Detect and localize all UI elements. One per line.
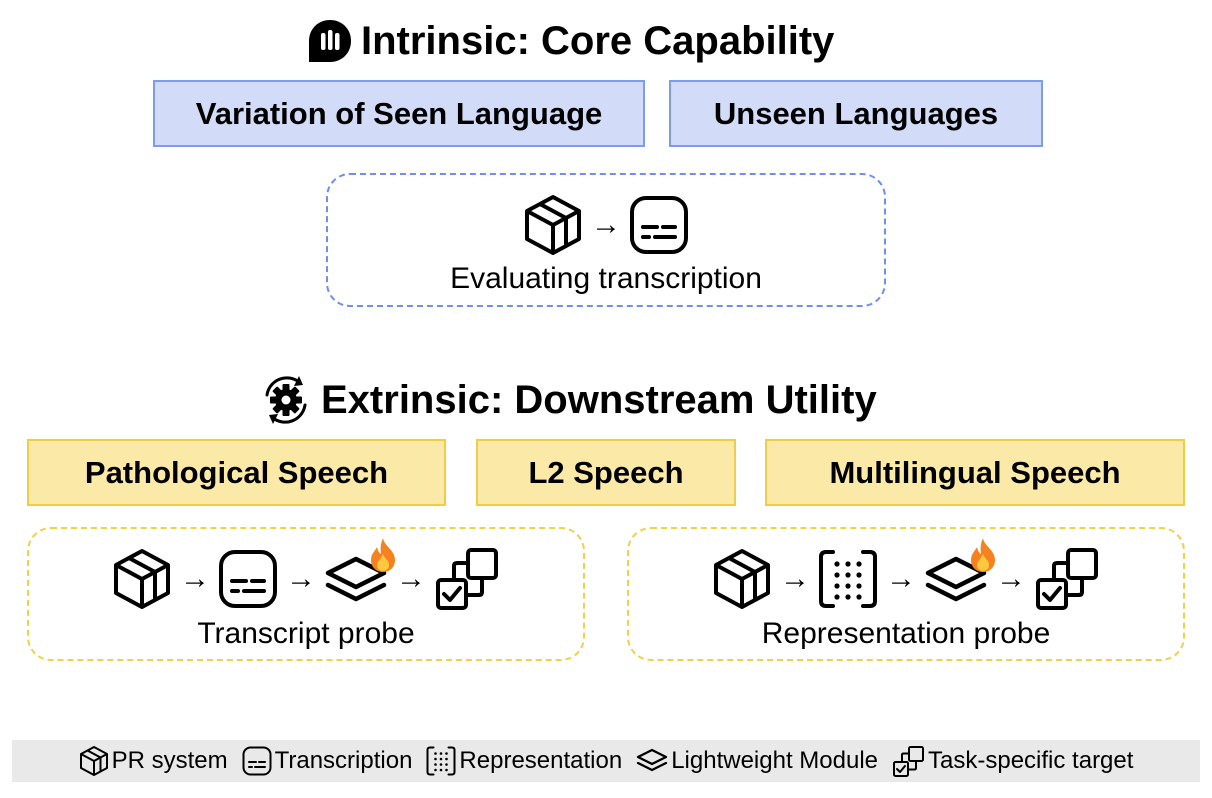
category-label: Multilingual Speech <box>829 454 1121 490</box>
trainable-module <box>324 549 388 609</box>
transcript-probe-box <box>27 527 585 661</box>
cube-icon <box>523 193 583 257</box>
task-target-icon <box>434 546 500 612</box>
task-target-icon <box>892 745 925 778</box>
cube-icon <box>79 745 109 777</box>
extrinsic-heading: Extrinsic: Downstream Utility <box>259 373 877 427</box>
representation-icon <box>818 549 878 609</box>
arrow: → <box>591 208 621 241</box>
transcription-icon <box>218 549 278 609</box>
legend-item-lightweight-module: Lightweight Module <box>636 747 878 775</box>
category-label: Unseen Languages <box>713 95 999 131</box>
legend: PR system Transcription Representation L… <box>12 740 1200 782</box>
flame-icon <box>368 537 398 573</box>
arrow: → <box>886 562 916 595</box>
category-label: Variation of Seen Language <box>195 95 603 131</box>
legend-item-task-specific-target: Task-specific target <box>892 745 1133 778</box>
flame-icon <box>968 537 998 573</box>
intrinsic-heading-text: Intrinsic: Core Capability <box>361 18 835 63</box>
legend-label: Representation <box>459 747 623 774</box>
intrinsic-pipeline-flow: → <box>326 192 886 258</box>
arrow: → <box>286 562 316 595</box>
trainable-module <box>924 549 988 609</box>
transcript-probe-flow: → → → <box>27 546 585 612</box>
category-multilingual-speech: Multilingual Speech <box>765 439 1185 506</box>
transcription-icon <box>629 195 689 255</box>
arrow: → <box>996 562 1026 595</box>
extrinsic-heading-text: Extrinsic: Downstream Utility <box>321 377 877 422</box>
category-pathological-speech: Pathological Speech <box>27 439 446 506</box>
arrow: → <box>396 562 426 595</box>
legend-item-transcription: Transcription <box>242 746 413 776</box>
representation-probe-caption: Representation probe <box>761 617 1051 650</box>
legend-label: Lightweight Module <box>671 747 879 774</box>
task-target-icon <box>1034 546 1100 612</box>
legend-item-representation: Representation <box>426 746 622 776</box>
layers-icon <box>636 748 668 775</box>
category-l2-speech: L2 Speech <box>476 439 736 506</box>
gear-cycle-icon <box>259 373 313 427</box>
category-label: Pathological Speech <box>84 454 389 490</box>
category-label: L2 Speech <box>528 454 684 490</box>
arrow: → <box>180 562 210 595</box>
arrow: → <box>780 562 810 595</box>
legend-label: Transcription <box>274 747 413 774</box>
cube-icon <box>712 547 772 611</box>
legend-item-pr-system: PR system <box>79 745 228 777</box>
category-unseen-languages: Unseen Languages <box>669 80 1043 147</box>
transcription-icon <box>242 746 272 776</box>
category-variation-of-seen-language: Variation of Seen Language <box>153 80 645 147</box>
transcript-probe-caption: Transcript probe <box>197 617 415 650</box>
intrinsic-heading: Intrinsic: Core Capability <box>307 18 834 64</box>
cube-icon <box>112 547 172 611</box>
representation-probe-box <box>627 527 1185 661</box>
representation-probe-flow: → → → <box>627 546 1185 612</box>
representation-icon <box>426 746 456 776</box>
speech-bubble-icon <box>307 18 353 64</box>
intrinsic-pipeline-box <box>326 173 886 307</box>
legend-label: PR system <box>111 747 228 774</box>
legend-label: Task-specific target <box>928 747 1134 774</box>
intrinsic-pipeline-caption: Evaluating transcription <box>450 262 762 295</box>
